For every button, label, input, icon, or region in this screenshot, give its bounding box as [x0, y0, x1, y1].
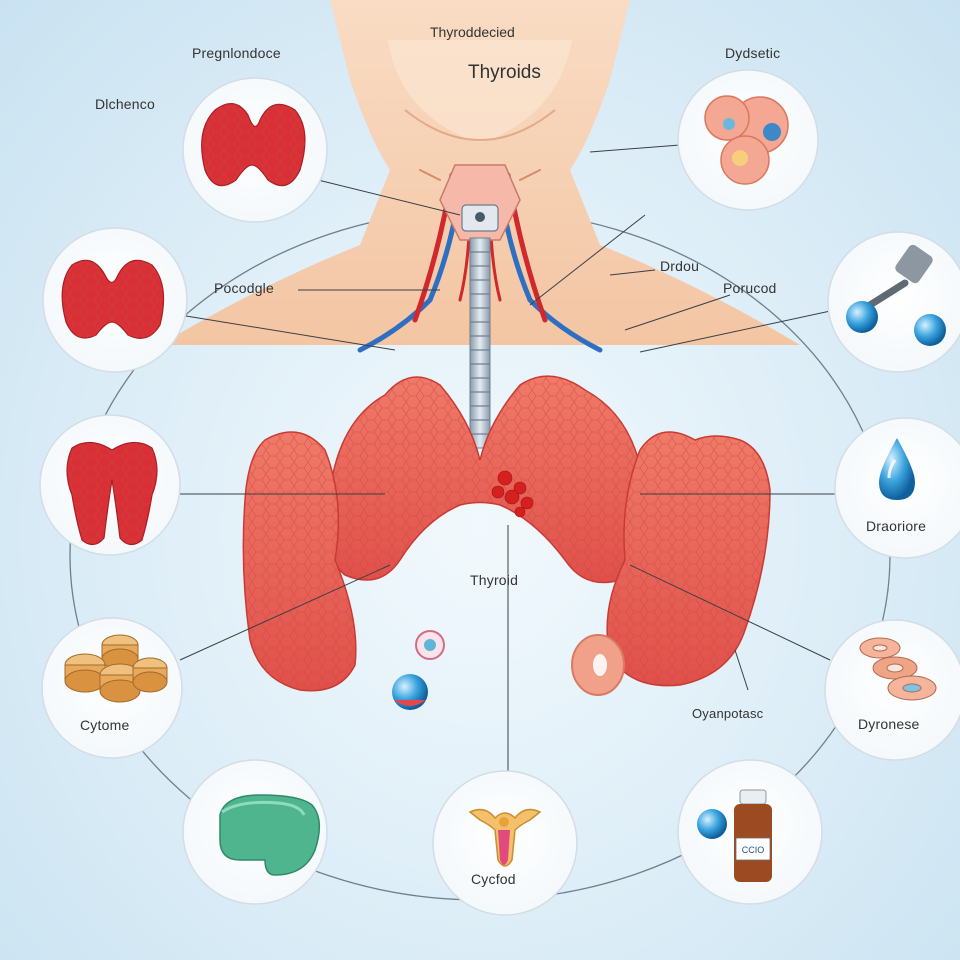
label-top-left: Pregnlondoce: [192, 45, 281, 61]
cells-icon: [704, 95, 789, 185]
thyroid-gland-icon-2: [61, 259, 165, 339]
label-water-drop: Draoriore: [866, 518, 927, 534]
left-lobe: [242, 431, 357, 692]
header-title-line1: Thyroddecied: [430, 24, 515, 40]
green-tablet-icon: [219, 794, 321, 876]
pink-tablets-icon: [859, 637, 937, 701]
right-lobe: [606, 431, 771, 687]
trachea: [469, 237, 491, 449]
label-uterus: Cycfod: [471, 871, 516, 887]
magnifier-tool-icon: [846, 244, 946, 346]
tablets-stack-icon: [64, 634, 168, 703]
thyroid-gland-main: [326, 375, 647, 584]
medicine-bottle-icon: CCIO: [697, 789, 772, 882]
label-right-mid2: Porucod: [723, 280, 777, 296]
label-tablets: Cytome: [80, 717, 130, 733]
leader-lines: [179, 144, 836, 775]
label-right-mid1: Drdou: [660, 258, 700, 274]
larynx: [439, 164, 521, 241]
small-cell-icon: [415, 630, 445, 660]
small-pink-ring: [571, 634, 625, 696]
label-left-upper: Dlchenco: [95, 96, 155, 112]
label-right-low: Oyanpotasc: [692, 706, 764, 721]
label-left-mid: Pocodgle: [214, 280, 274, 296]
small-blue-ball: [392, 674, 428, 710]
header-title-line2: Thyroids: [468, 62, 541, 83]
thyroid-gland-icon-3: [66, 441, 158, 546]
uterus-icon: [468, 808, 542, 867]
label-pink-tablets: Dyronese: [858, 716, 920, 732]
water-drop-icon: [879, 438, 915, 500]
label-center-thyroid: Thyroid: [470, 572, 519, 588]
bottle-label-text: CCIO: [742, 845, 765, 855]
thyroid-gland-icon-1: [201, 103, 306, 187]
parathyroid-nodules: [491, 470, 534, 518]
label-right-upper: Dydsetic: [725, 45, 781, 61]
